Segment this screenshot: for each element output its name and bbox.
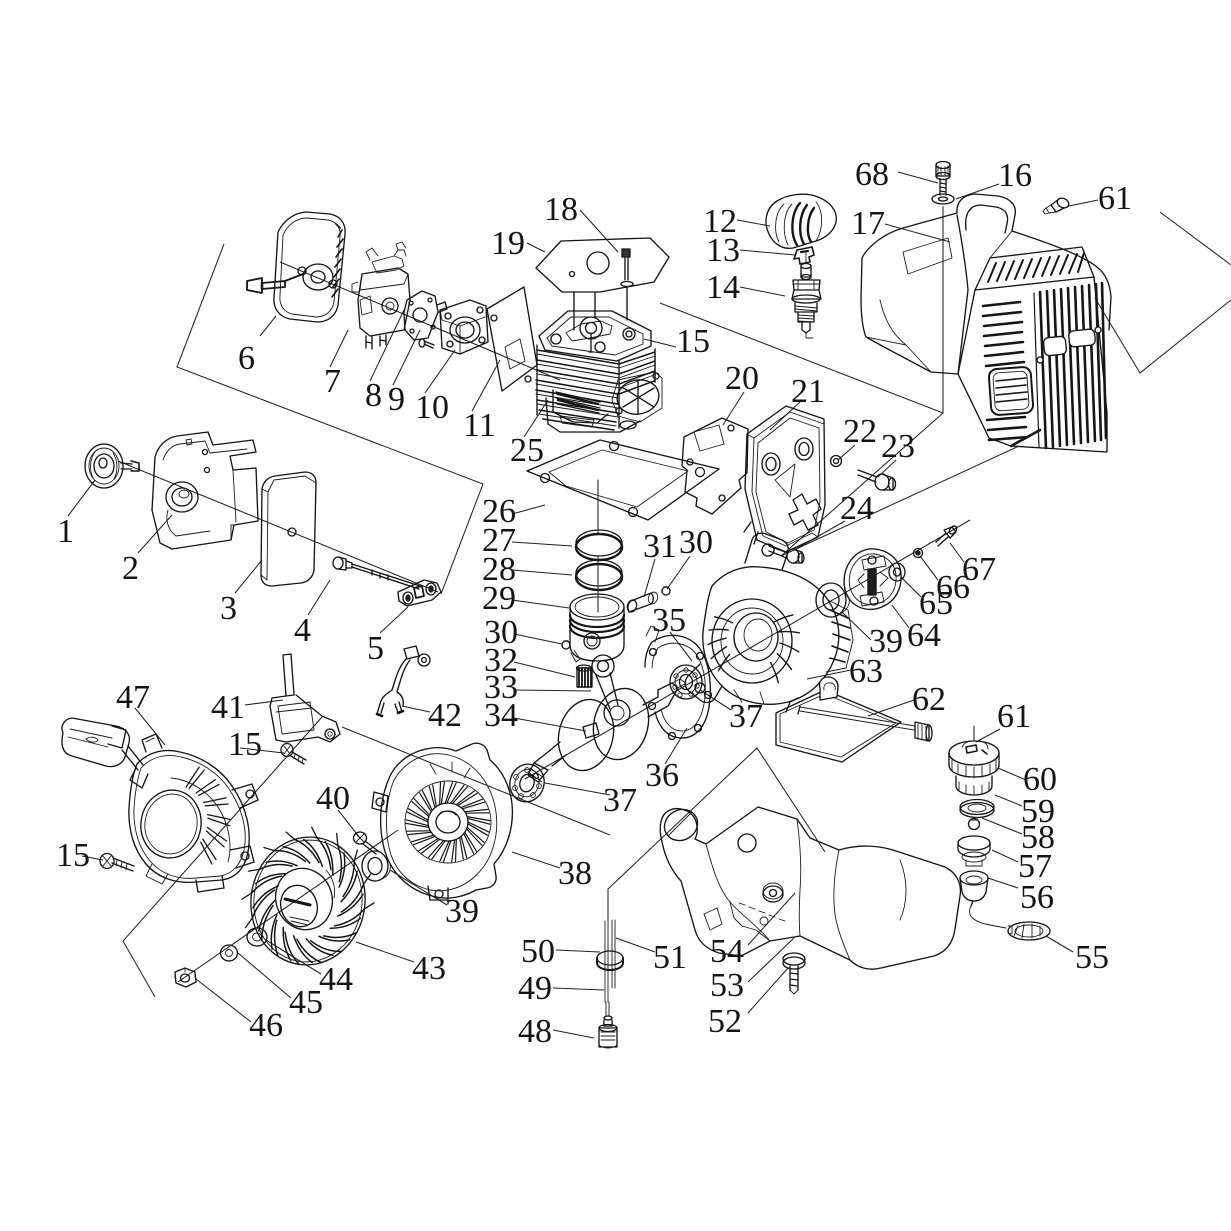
- svg-text:59: 59: [1021, 793, 1055, 830]
- svg-text:24: 24: [840, 490, 874, 527]
- svg-text:64: 64: [907, 617, 941, 654]
- svg-text:15: 15: [56, 837, 90, 874]
- svg-text:39: 39: [869, 623, 903, 660]
- svg-text:68: 68: [855, 156, 889, 193]
- svg-text:25: 25: [510, 432, 544, 469]
- svg-text:22: 22: [843, 413, 877, 450]
- svg-text:57: 57: [1018, 848, 1052, 885]
- svg-text:30: 30: [484, 614, 518, 651]
- svg-text:14: 14: [706, 269, 740, 306]
- svg-text:51: 51: [653, 939, 687, 976]
- svg-text:13: 13: [706, 232, 740, 269]
- svg-text:27: 27: [482, 522, 516, 559]
- svg-text:18: 18: [544, 191, 578, 228]
- svg-text:55: 55: [1075, 939, 1109, 976]
- svg-text:30: 30: [679, 524, 713, 561]
- svg-text:43: 43: [412, 950, 446, 987]
- svg-text:28: 28: [482, 551, 516, 588]
- svg-text:4: 4: [294, 612, 311, 649]
- svg-text:34: 34: [484, 697, 518, 734]
- svg-text:15: 15: [228, 726, 262, 763]
- svg-text:17: 17: [851, 205, 885, 242]
- svg-text:53: 53: [710, 967, 744, 1004]
- svg-text:7: 7: [324, 363, 341, 400]
- svg-text:31: 31: [643, 528, 677, 565]
- svg-text:39: 39: [445, 893, 479, 930]
- svg-text:65: 65: [919, 585, 953, 622]
- svg-text:32: 32: [484, 642, 518, 679]
- svg-text:63: 63: [849, 653, 883, 690]
- svg-text:45: 45: [289, 984, 323, 1021]
- svg-text:5: 5: [367, 630, 384, 667]
- svg-text:3: 3: [220, 590, 237, 627]
- svg-text:20: 20: [725, 360, 759, 397]
- svg-text:48: 48: [518, 1013, 552, 1050]
- svg-text:2: 2: [122, 550, 139, 587]
- svg-text:10: 10: [415, 389, 449, 426]
- svg-text:42: 42: [428, 697, 462, 734]
- svg-text:50: 50: [521, 933, 555, 970]
- svg-text:1: 1: [57, 513, 74, 550]
- svg-text:67: 67: [962, 551, 996, 588]
- svg-text:61: 61: [997, 698, 1031, 735]
- svg-text:41: 41: [211, 689, 245, 726]
- svg-text:21: 21: [791, 373, 825, 410]
- svg-text:37: 37: [729, 698, 763, 735]
- svg-text:15: 15: [676, 323, 710, 360]
- svg-text:60: 60: [1023, 761, 1057, 798]
- svg-text:16: 16: [998, 157, 1032, 194]
- svg-text:37: 37: [603, 782, 637, 819]
- svg-text:23: 23: [881, 428, 915, 465]
- svg-text:6: 6: [238, 340, 255, 377]
- svg-text:52: 52: [708, 1003, 742, 1040]
- svg-text:40: 40: [316, 780, 350, 817]
- svg-text:38: 38: [558, 855, 592, 892]
- svg-text:11: 11: [463, 407, 496, 444]
- svg-text:46: 46: [249, 1007, 283, 1044]
- svg-text:19: 19: [491, 225, 525, 262]
- svg-text:12: 12: [703, 203, 737, 240]
- svg-text:44: 44: [319, 961, 353, 998]
- svg-text:8: 8: [365, 377, 382, 414]
- svg-text:58: 58: [1021, 819, 1055, 856]
- svg-text:9: 9: [388, 381, 405, 418]
- svg-text:49: 49: [518, 970, 552, 1007]
- svg-text:29: 29: [482, 580, 516, 617]
- svg-text:36: 36: [645, 757, 679, 794]
- svg-text:62: 62: [912, 681, 946, 718]
- svg-text:47: 47: [116, 679, 150, 716]
- svg-text:56: 56: [1020, 879, 1054, 916]
- svg-text:26: 26: [482, 493, 516, 530]
- svg-text:33: 33: [484, 669, 518, 706]
- svg-text:61: 61: [1098, 180, 1132, 217]
- svg-text:66: 66: [936, 569, 970, 606]
- svg-text:35: 35: [652, 602, 686, 639]
